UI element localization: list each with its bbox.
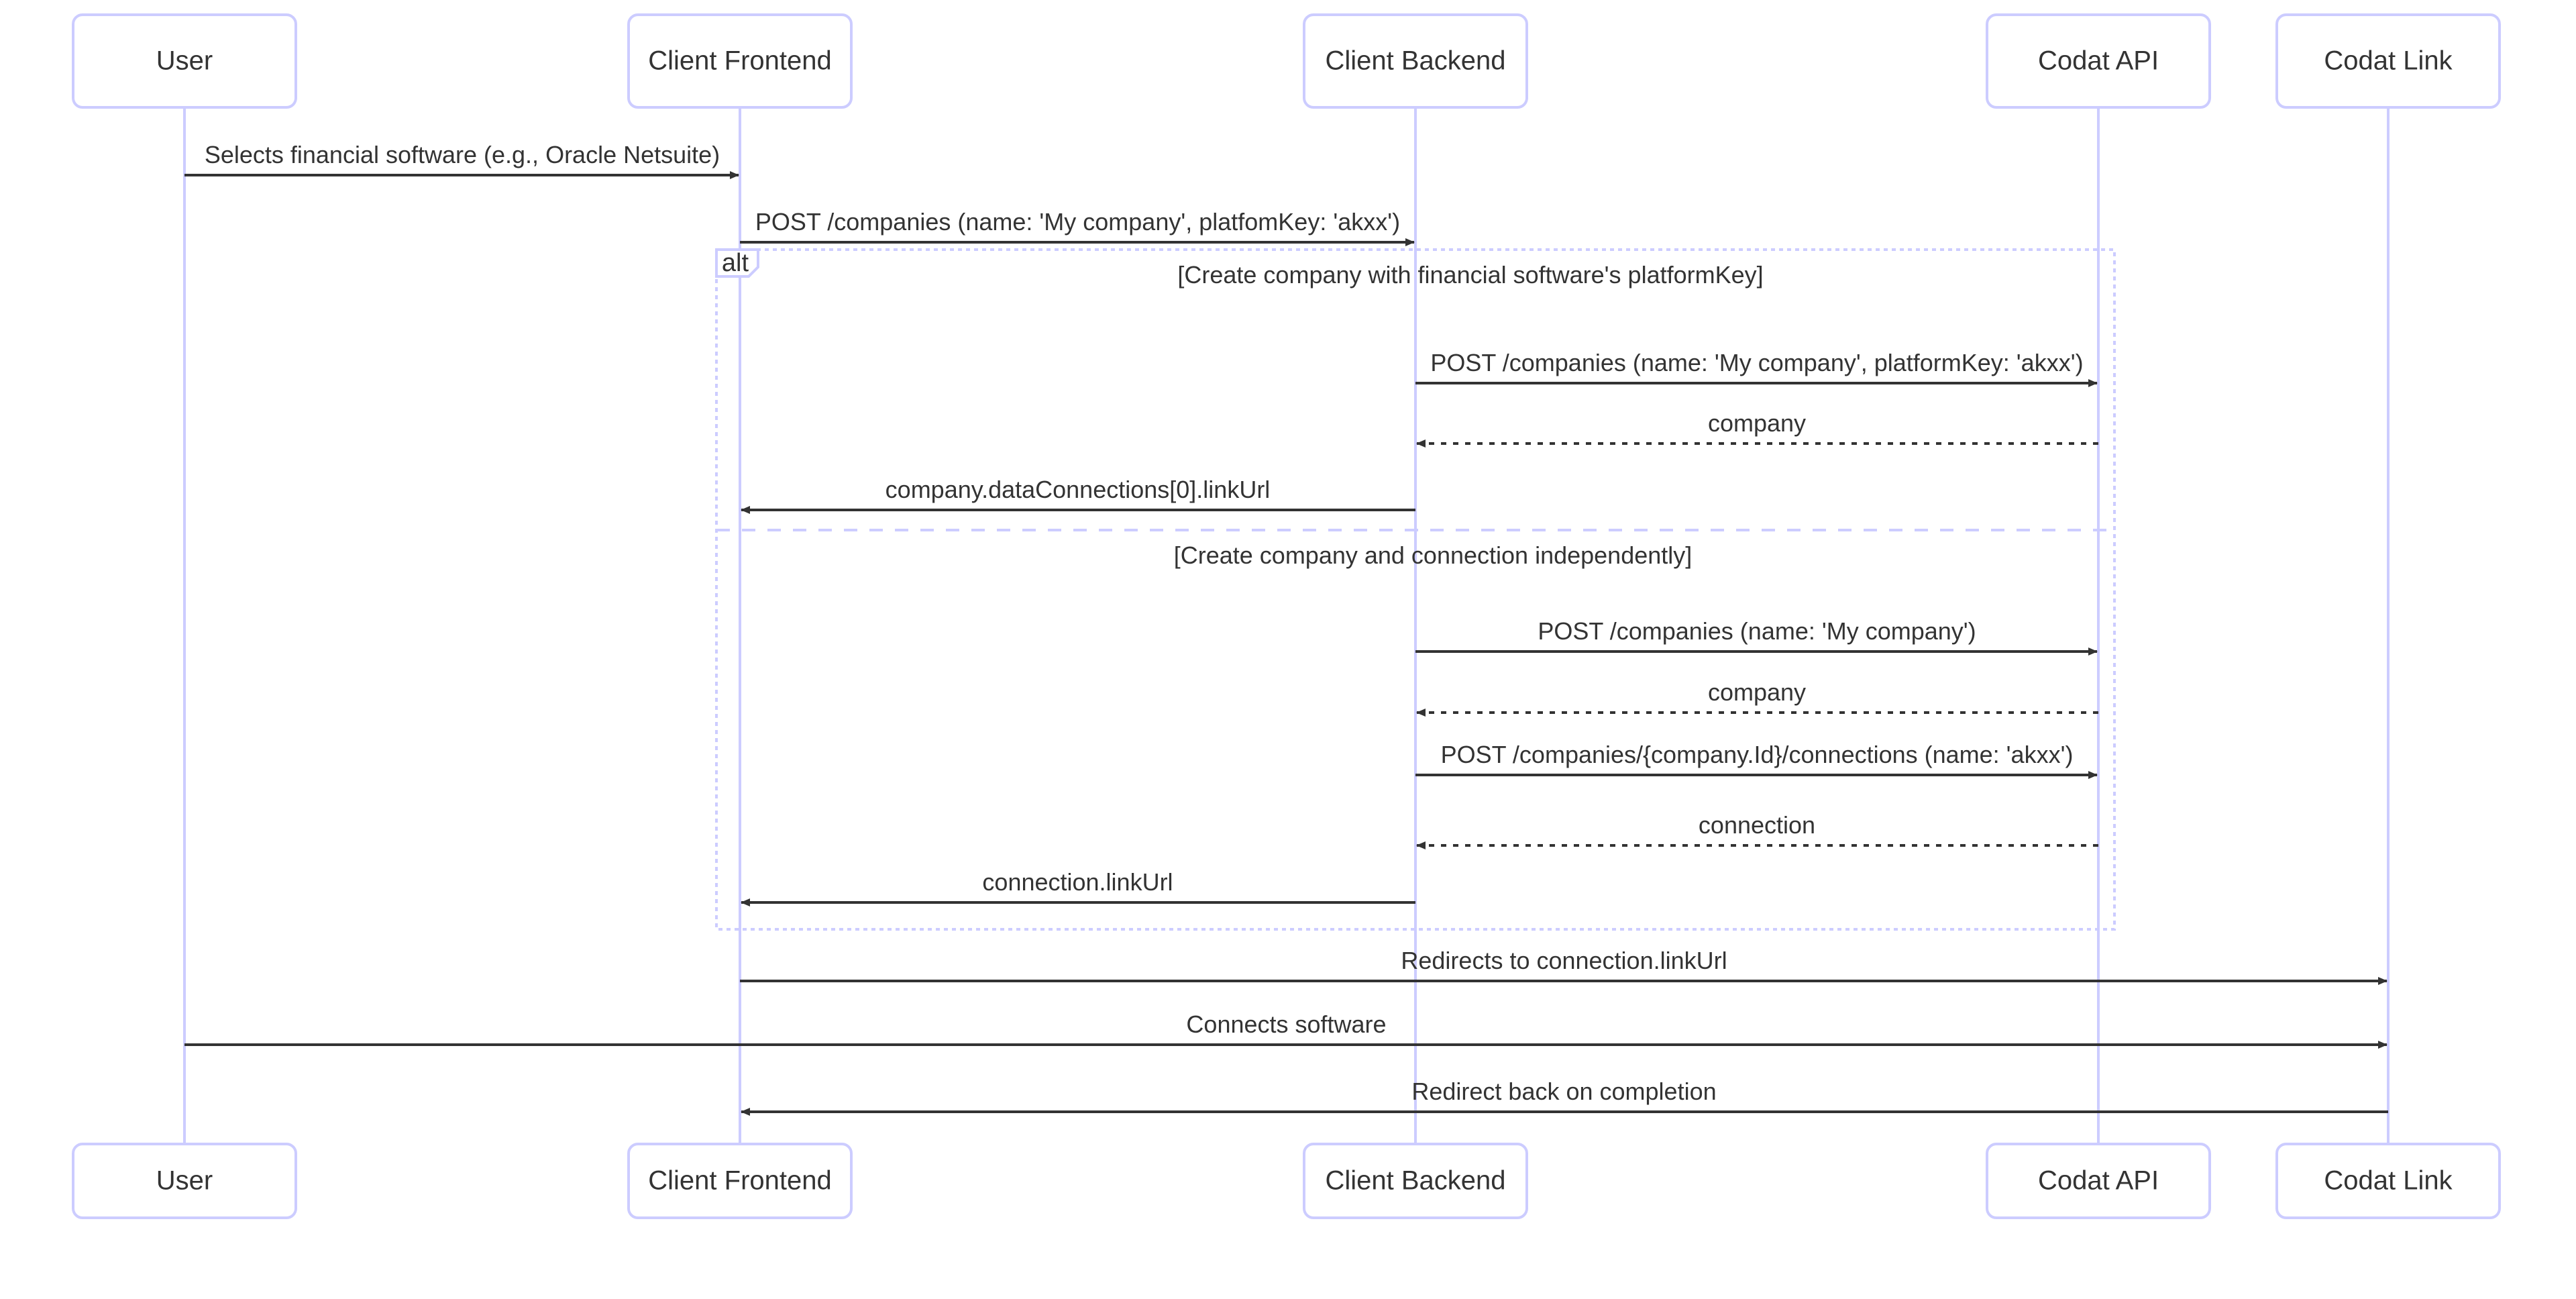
participant-codat-api-bottom[interactable]: Codat API: [1986, 1143, 2211, 1219]
participant-codat-api-top[interactable]: Codat API: [1986, 13, 2211, 109]
participant-codat-link-top[interactable]: Codat Link: [2275, 13, 2501, 109]
fragment-tab-label: alt: [722, 249, 749, 277]
fragments-layer: [Create company with financial software'…: [715, 248, 2116, 931]
participant-client-backend-top[interactable]: Client Backend: [1303, 13, 1528, 109]
message-label-connection-linkurl: connection.linkUrl: [982, 868, 1173, 896]
message-label-company: company: [1708, 409, 1806, 437]
participant-box-shape: [2275, 13, 2501, 109]
fragment-condition-create-company-with-financial-software-s-platf: [Create company with financial software'…: [1177, 261, 1763, 289]
message-label-redirect-back-on-completion: Redirect back on completion: [1411, 1078, 1716, 1105]
participant-box-shape: [2275, 1143, 2501, 1219]
message-label-post-companies-name-my-company-platformkey-akx: POST /companies (name: 'My company', pla…: [1430, 349, 2083, 376]
message-label-post-companies-name-my-company: POST /companies (name: 'My company'): [1538, 617, 1976, 645]
participant-label-codat-api: Codat API: [2038, 46, 2159, 76]
message-label-post-companies-company-id-connections-name-akx: POST /companies/{company.Id}/connections…: [1441, 741, 2074, 768]
lifelines-layer: [183, 107, 2390, 1144]
participant-client-frontend-top[interactable]: Client Frontend: [627, 13, 853, 109]
participant-codat-link-bottom[interactable]: Codat Link: [2275, 1143, 2501, 1219]
participant-label-client-backend: Client Backend: [1325, 1166, 1505, 1196]
message-label-company-dataconnections-0-linkurl: company.dataConnections[0].linkUrl: [885, 476, 1271, 503]
message-label-company: company: [1708, 678, 1806, 706]
participants-top-layer: User Client Frontend Client Backend Codat A…: [72, 13, 2501, 109]
participant-box-shape: [1303, 13, 1528, 109]
participant-label-codat-link: Codat Link: [2324, 46, 2453, 76]
participant-label-codat-link: Codat Link: [2324, 1166, 2453, 1196]
participant-box-shape: [627, 1143, 853, 1219]
participant-label-user: User: [156, 46, 213, 76]
participants-bottom-layer: User Client Frontend Client Backend Codat A…: [72, 1143, 2501, 1219]
participant-box-shape: [72, 1143, 297, 1219]
message-label-connects-software: Connects software: [1186, 1010, 1386, 1038]
participant-client-frontend-bottom[interactable]: Client Frontend: [627, 1143, 853, 1219]
participant-box-shape: [1986, 1143, 2211, 1219]
message-label-post-companies-name-my-company-platfomkey-akxx: POST /companies (name: 'My company', pla…: [755, 208, 1400, 236]
participant-label-client-frontend: Client Frontend: [648, 1166, 831, 1196]
message-label-redirects-to-connection-linkurl: Redirects to connection.linkUrl: [1401, 947, 1727, 974]
participant-label-codat-api: Codat API: [2038, 1166, 2159, 1196]
participant-label-client-backend: Client Backend: [1325, 46, 1505, 76]
participant-label-user: User: [156, 1166, 213, 1196]
participant-box-shape: [72, 13, 297, 109]
message-label-selects-financial-software-e-g-oracle-netsuite: Selects financial software (e.g., Oracle…: [205, 141, 720, 168]
participant-label-client-frontend: Client Frontend: [648, 46, 831, 76]
participant-user-top[interactable]: User: [72, 13, 297, 109]
participant-box-shape: [1303, 1143, 1528, 1219]
participant-client-backend-bottom[interactable]: Client Backend: [1303, 1143, 1528, 1219]
messages-layer: Selects financial software (e.g., Oracle…: [184, 141, 2388, 1116]
fragment-condition-create-company-and-connection-independently: [Create company and connection independe…: [1174, 541, 1693, 569]
participant-user-bottom[interactable]: User: [72, 1143, 297, 1219]
fragment-tab-alt: [715, 248, 759, 278]
participant-box-shape: [1986, 13, 2211, 109]
message-label-connection: connection: [1699, 811, 1815, 839]
participant-box-shape: [627, 13, 853, 109]
